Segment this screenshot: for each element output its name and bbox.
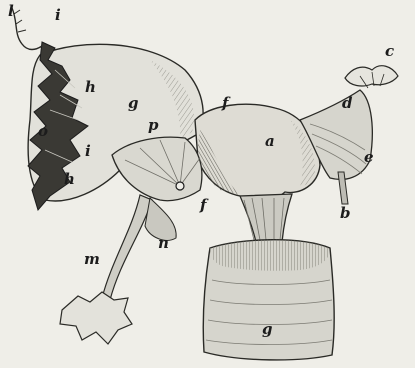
label-d: d — [342, 96, 353, 111]
flower-tip — [345, 66, 398, 86]
label-m: m — [84, 252, 100, 267]
fan-structure — [112, 137, 202, 201]
label-g-bottom: g — [262, 322, 273, 337]
label-i-mid: i — [85, 144, 91, 159]
label-e: e — [364, 150, 374, 165]
label-l: l — [8, 4, 14, 19]
label-p: p — [148, 118, 159, 133]
label-n: n — [158, 236, 169, 251]
stem — [102, 195, 152, 300]
label-i-top: i — [55, 8, 61, 23]
tendril — [12, 8, 42, 50]
label-o: o — [38, 124, 48, 139]
label-a: a — [265, 134, 275, 149]
label-f-upper: f — [222, 96, 228, 111]
label-h-upper: h — [85, 80, 96, 95]
label-h-lower: h — [64, 172, 75, 187]
frilled-end — [60, 292, 132, 344]
label-c: c — [385, 44, 394, 59]
label-b: b — [340, 206, 351, 221]
label-g: g — [128, 96, 139, 111]
label-f-lower: f — [200, 198, 206, 213]
neck — [240, 194, 292, 242]
